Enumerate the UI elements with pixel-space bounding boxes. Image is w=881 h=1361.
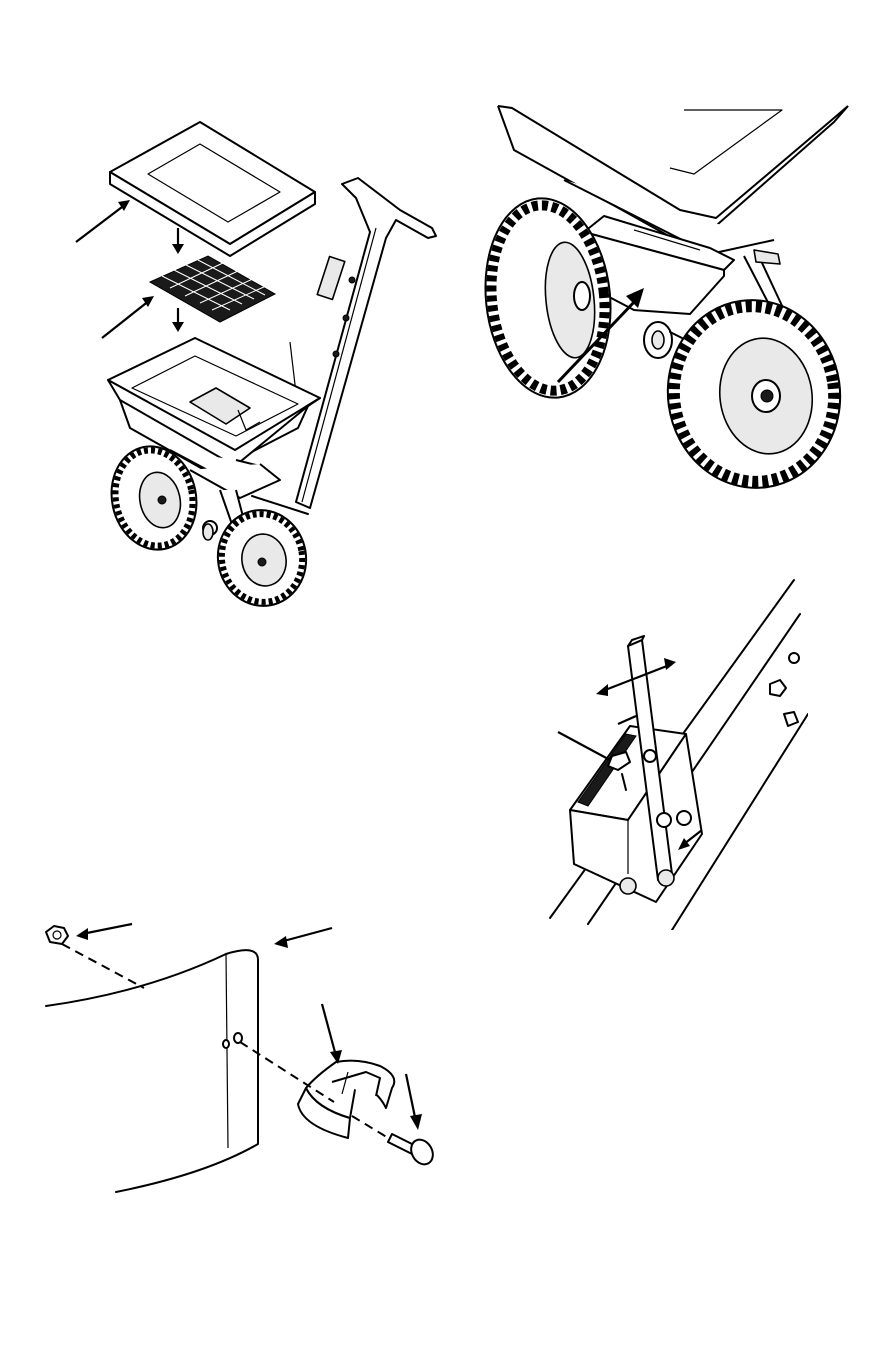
spreader-exploded-assembly [40, 110, 460, 620]
rate-control-lever [548, 574, 808, 930]
wheel-axle-illustration [484, 100, 856, 492]
wheel-axle-closeup [484, 100, 856, 492]
spring-clip [298, 1061, 394, 1138]
hopper-clip-mounting [36, 912, 448, 1202]
right-wheel [656, 289, 852, 492]
spreader-exploded-view-illustration [40, 110, 460, 620]
control-lever-illustration [548, 574, 808, 930]
carriage-bolt [388, 1134, 437, 1168]
spreader-handle [290, 178, 436, 508]
clip-bolt-illustration [36, 912, 448, 1202]
right-wheel [210, 503, 313, 613]
hopper-screen [150, 256, 275, 322]
hex-nut [46, 926, 68, 944]
hopper-lid [110, 122, 315, 256]
